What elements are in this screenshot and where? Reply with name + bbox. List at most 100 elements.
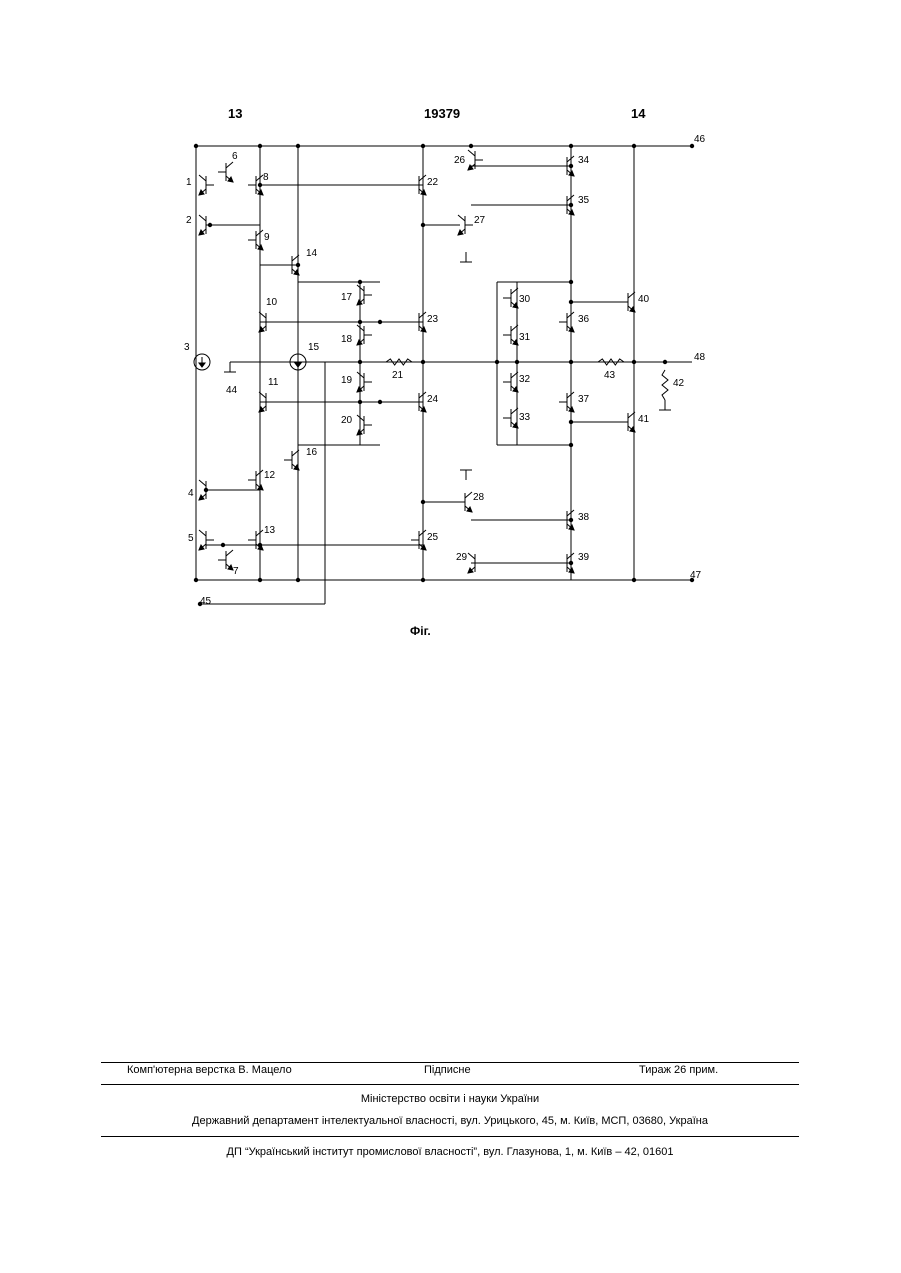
footer-circulation: Тираж 26 прим. [639, 1064, 718, 1076]
resistor-symbol [662, 370, 668, 400]
junction-dot [378, 400, 382, 404]
node-label-7: 7 [233, 566, 239, 577]
node-label-30: 30 [519, 294, 531, 305]
wire [199, 215, 206, 221]
wire [465, 492, 472, 498]
node-label-6: 6 [232, 151, 238, 162]
junction-dot [258, 578, 262, 582]
node-label-16: 16 [306, 447, 318, 458]
node-label-21: 21 [392, 370, 404, 381]
ground-symbol [224, 362, 236, 372]
ground-symbol [659, 400, 671, 410]
wire [199, 480, 206, 486]
wire [468, 553, 475, 559]
junction-dot [632, 144, 636, 148]
node-label-31: 31 [519, 332, 531, 343]
transistor-symbol [284, 450, 299, 470]
transistor-symbol [218, 550, 233, 570]
junction-dot [569, 518, 573, 522]
node-label-36: 36 [578, 314, 590, 325]
transistor-symbol [411, 392, 426, 412]
transistor-symbol [468, 150, 483, 170]
node-label-4: 4 [188, 488, 194, 499]
transistor-symbol [199, 530, 214, 550]
junction-dot [515, 360, 519, 364]
junction-dot [208, 223, 212, 227]
footer-ministry: Міністерство освіти і науки України [101, 1093, 799, 1105]
node-label-38: 38 [578, 512, 590, 523]
figure-caption: Фіг. [410, 624, 431, 638]
wire [458, 215, 465, 221]
transistor-symbol [457, 492, 472, 512]
wire [199, 175, 206, 181]
junction-dot [569, 203, 573, 207]
node-label-5: 5 [188, 533, 194, 544]
node-label-18: 18 [341, 334, 353, 345]
junction-dot [378, 320, 382, 324]
transistor-symbol [458, 215, 473, 235]
node-label-32: 32 [519, 374, 531, 385]
transistor-symbol [468, 553, 483, 573]
node-label-47: 47 [690, 570, 702, 581]
node-label-11: 11 [268, 377, 279, 388]
junction-dot [358, 360, 362, 364]
junction-dot [296, 144, 300, 148]
junction-dot [421, 144, 425, 148]
transistor-symbol [503, 408, 518, 428]
junction-dot [194, 578, 198, 582]
node-label-29: 29 [456, 552, 468, 563]
transistor-symbol [199, 175, 214, 195]
footer-rule-top [101, 1062, 799, 1063]
node-label-26: 26 [454, 155, 466, 166]
junction-dot [421, 360, 425, 364]
node-label-46: 46 [694, 134, 706, 145]
footer-rule-bottom [101, 1136, 799, 1137]
node-label-25: 25 [427, 532, 439, 543]
footer-institute: ДП “Український інститут промислової вла… [101, 1146, 799, 1158]
node-label-1: 1 [186, 177, 192, 188]
footer-department: Державний департамент інтелектуальної вл… [101, 1115, 799, 1127]
transistor-symbol [620, 412, 635, 432]
node-label-13: 13 [264, 525, 276, 536]
transistor-symbol [620, 292, 635, 312]
circuit-schematic: 1234567891011121314151617181920212223242… [0, 0, 901, 660]
node-label-23: 23 [427, 314, 439, 325]
junction-dot [569, 420, 573, 424]
transistor-symbol [357, 325, 372, 345]
node-label-35: 35 [578, 195, 590, 206]
junction-dot [258, 183, 262, 187]
junction-dot [421, 500, 425, 504]
transistor-symbol [411, 312, 426, 332]
node-label-45: 45 [200, 596, 212, 607]
junction-dot [258, 543, 262, 547]
node-label-3: 3 [184, 342, 190, 353]
node-label-10: 10 [266, 297, 278, 308]
node-label-15: 15 [308, 342, 320, 353]
junction-dot [469, 144, 473, 148]
transistor-symbol [357, 415, 372, 435]
ground-symbol [460, 252, 472, 262]
node-label-27: 27 [474, 215, 486, 226]
junction-dot [495, 360, 499, 364]
junction-dot [569, 144, 573, 148]
node-label-12: 12 [264, 470, 276, 481]
wire [226, 162, 233, 168]
footer-rule-middle [101, 1084, 799, 1085]
junction-dot [421, 578, 425, 582]
junction-dot [569, 164, 573, 168]
node-label-39: 39 [578, 552, 590, 563]
node-label-44: 44 [226, 385, 238, 396]
node-label-37: 37 [578, 394, 590, 405]
transistor-symbol [357, 372, 372, 392]
footer-layout-by: Комп'ютерна верстка В. Мацело [127, 1064, 292, 1076]
junction-dot [421, 223, 425, 227]
transistor-symbol [411, 530, 426, 550]
transistor-symbol [248, 230, 263, 250]
junction-dot [204, 488, 208, 492]
transistor-symbol [248, 470, 263, 490]
node-label-48: 48 [694, 352, 706, 363]
junction-dot [569, 280, 573, 284]
junction-dot [569, 561, 573, 565]
node-label-41: 41 [638, 414, 650, 425]
junction-dot [194, 144, 198, 148]
